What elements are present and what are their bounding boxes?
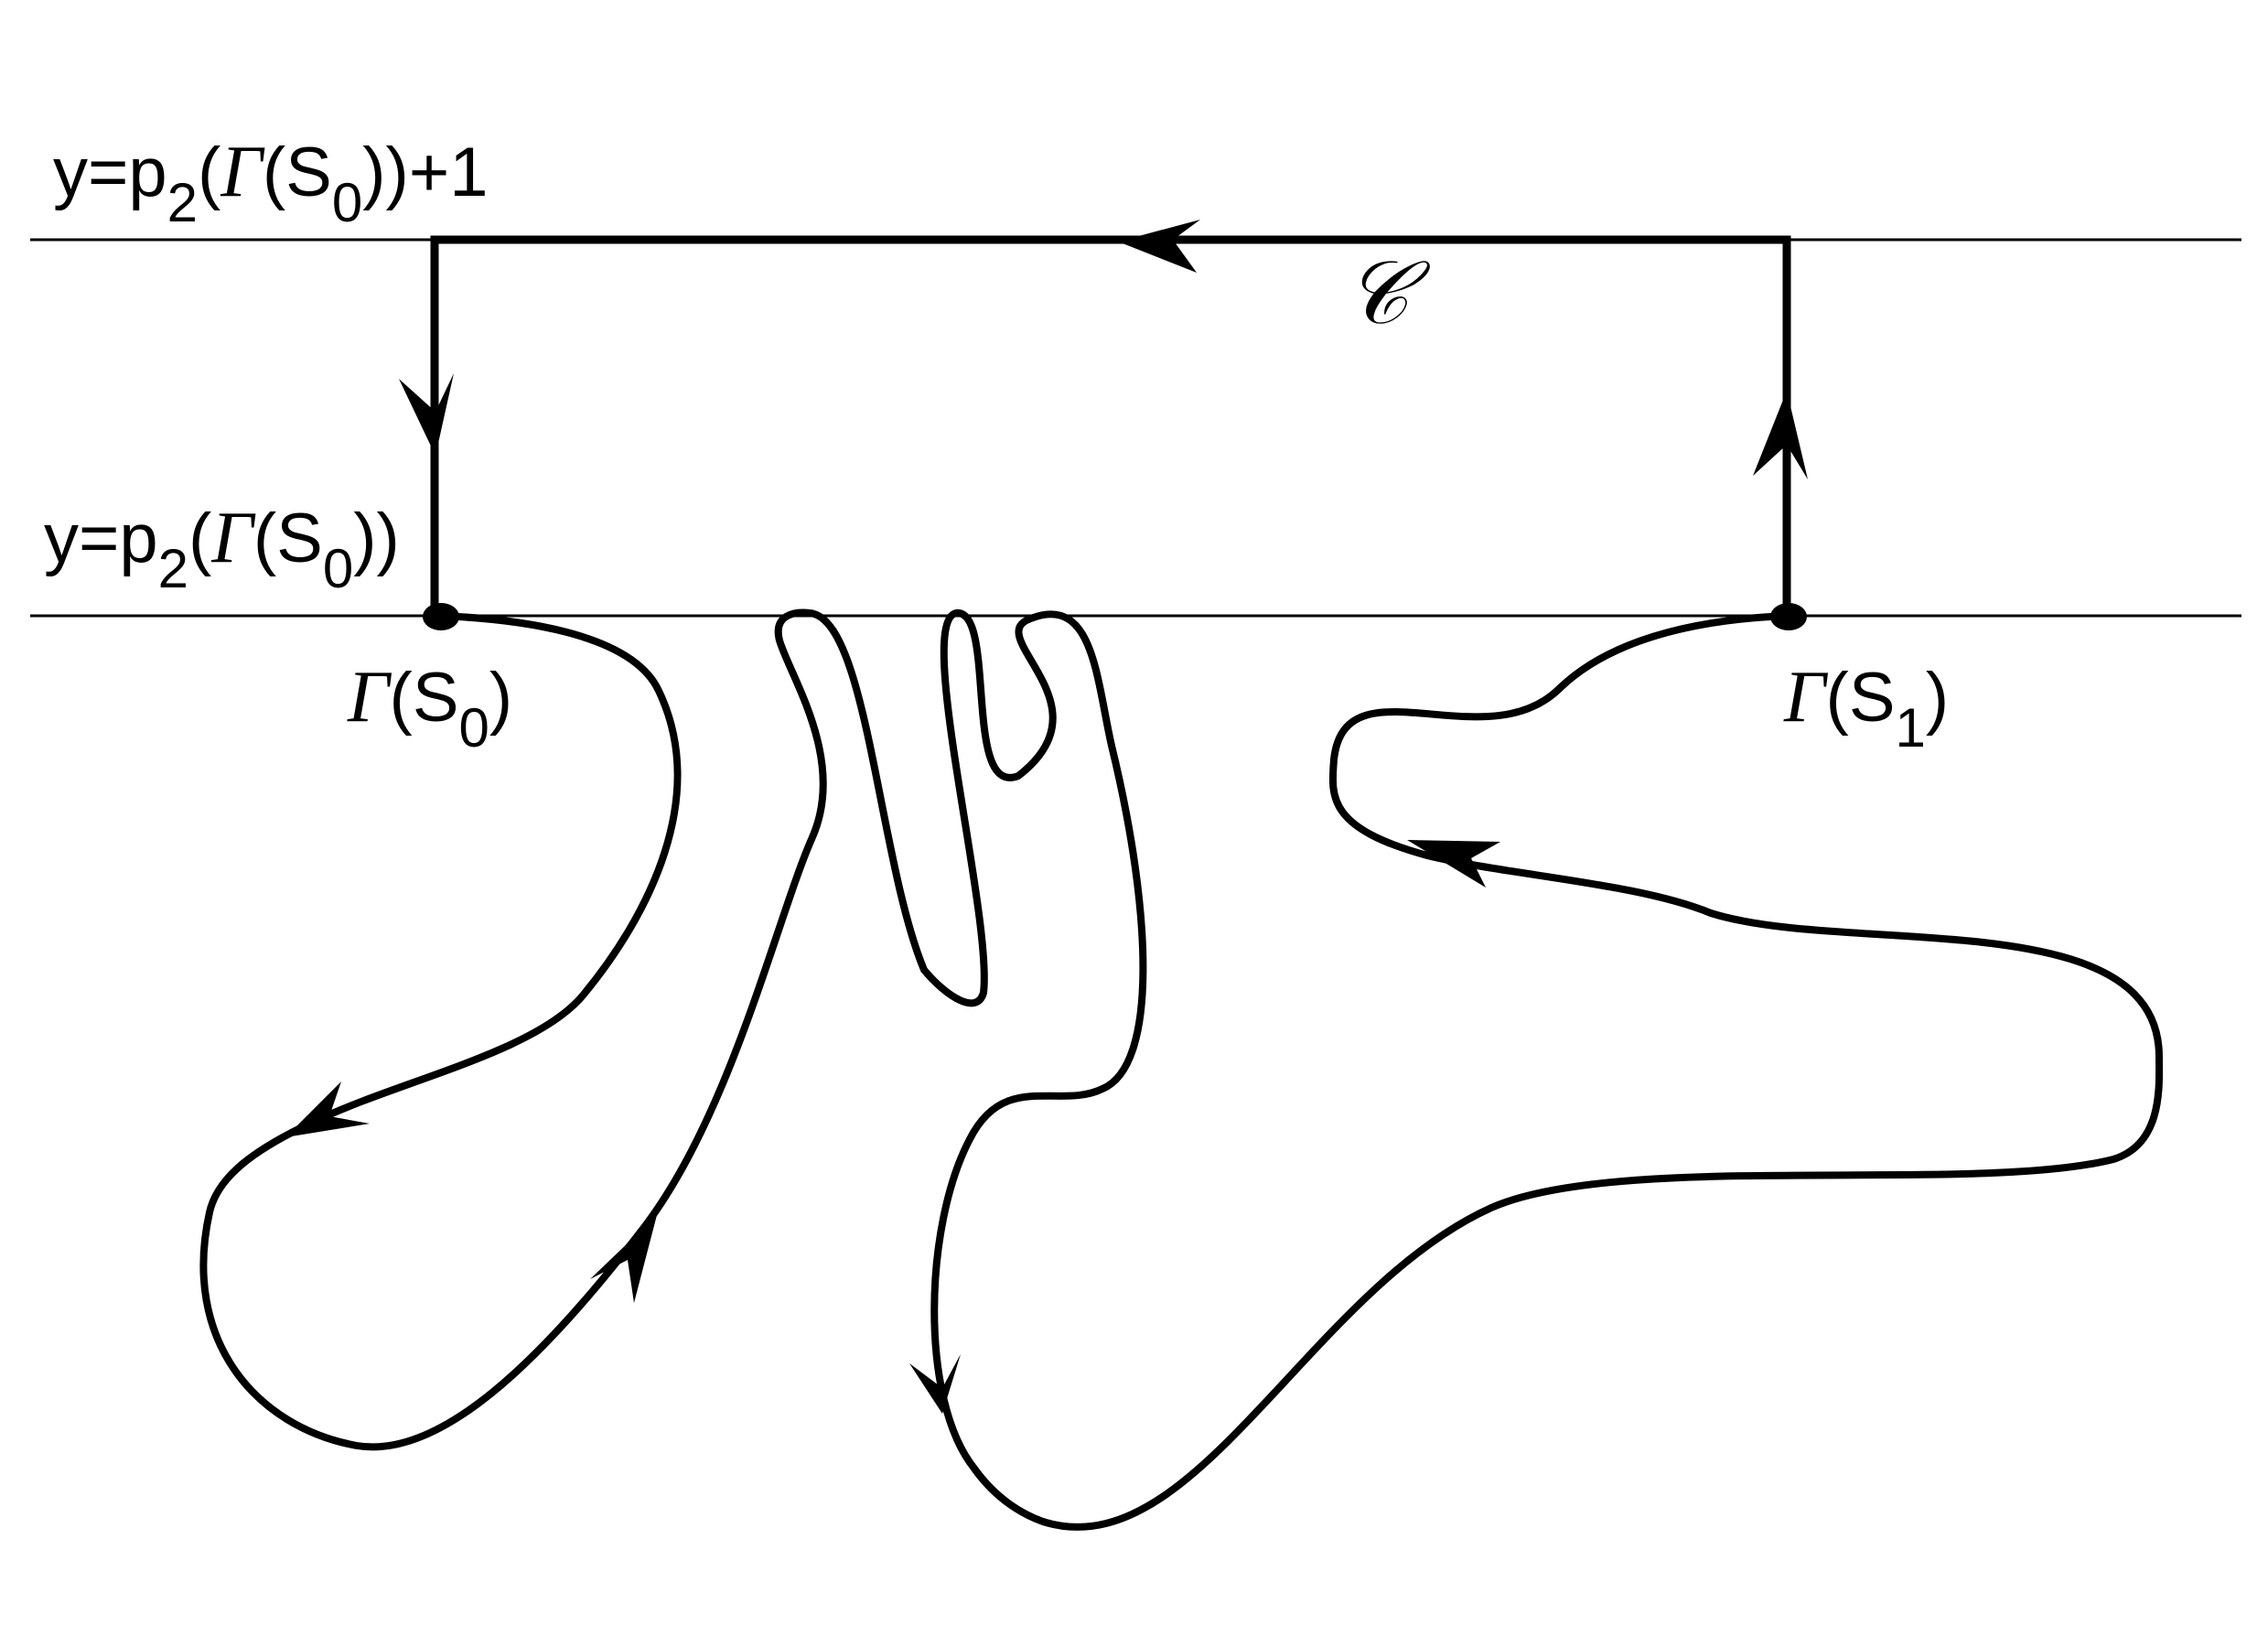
upper-line-open: ( bbox=[198, 134, 221, 211]
upper-line-sub-0: 0 bbox=[331, 172, 363, 233]
lower-line-open: ( bbox=[188, 500, 212, 577]
lower-line-open2: (S bbox=[253, 500, 323, 577]
point-s1-gamma: Γ bbox=[1784, 657, 1826, 737]
lower-line-label: y=p2(Γ(S0)) bbox=[44, 498, 400, 597]
arrow-curve-leftward bbox=[1407, 840, 1500, 888]
point-s1-open: (S bbox=[1825, 659, 1896, 737]
point-s1-sub: 1 bbox=[1895, 697, 1926, 759]
arrow-curve-left-loop bbox=[285, 1082, 370, 1137]
upper-line-label: y=p2(Γ(S0))+1 bbox=[53, 132, 489, 231]
upper-line-gamma: Γ bbox=[220, 132, 263, 212]
point-gamma-s1-dot bbox=[1770, 603, 1807, 630]
arrow-left-downward bbox=[399, 373, 454, 456]
point-s0-label: Γ(S0) bbox=[348, 659, 513, 756]
upper-line-prefix: y=p bbox=[53, 134, 167, 211]
arrow-curve-downward bbox=[909, 1354, 961, 1414]
lower-line-close: )) bbox=[353, 500, 400, 577]
lower-line-prefix: y=p bbox=[44, 500, 158, 577]
arrow-curve-upward bbox=[590, 1215, 657, 1303]
contour-label: 𝒞 bbox=[1345, 242, 1409, 344]
lower-line-gamma: Γ bbox=[211, 498, 253, 578]
upper-line-open2: (S bbox=[262, 134, 332, 211]
point-s1-label: Γ(S1) bbox=[1784, 659, 1950, 756]
lower-line-sub-2: 2 bbox=[157, 538, 189, 599]
point-s0-gamma: Γ bbox=[348, 657, 390, 737]
upper-line-close: ))+1 bbox=[362, 134, 489, 211]
point-s0-close: ) bbox=[489, 659, 513, 737]
arrow-top-leftward bbox=[1118, 220, 1200, 273]
lower-line-sub-0: 0 bbox=[322, 538, 354, 599]
contour-rectangle bbox=[430, 235, 1791, 616]
gamma-curve bbox=[199, 608, 2164, 1531]
upper-line-sub-2: 2 bbox=[167, 172, 199, 233]
point-gamma-s0-dot bbox=[423, 603, 459, 630]
point-s1-close: ) bbox=[1925, 659, 1950, 737]
arrow-right-upward bbox=[1753, 391, 1808, 479]
point-s0-open: (S bbox=[389, 659, 459, 737]
point-s0-sub: 0 bbox=[458, 697, 489, 759]
